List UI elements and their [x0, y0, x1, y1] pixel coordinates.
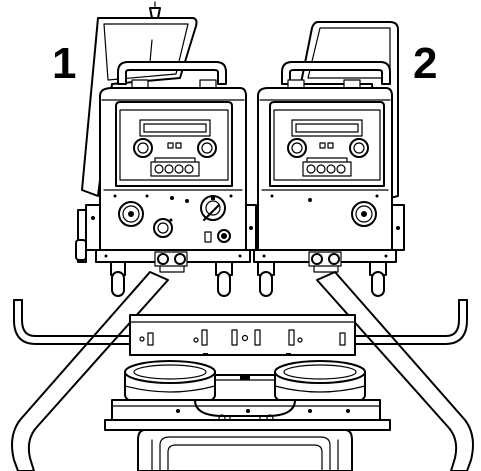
power-source-unit-2: [253, 21, 405, 297]
unit-2-number-label: 2: [413, 39, 438, 88]
trolley-cart: [11, 271, 474, 471]
trolley-rail-left: [13, 299, 131, 345]
unit-2-knob-left: [287, 138, 307, 158]
power-source-unit-1: [75, 1, 257, 297]
unit-1-knob-right: [197, 138, 217, 158]
unit-1-knob-left: [133, 138, 153, 158]
unit-2-display: [291, 119, 363, 137]
unit-2-button-row: [302, 157, 352, 177]
unit-1-wheel-left: [110, 261, 126, 297]
unit-1-dinse-socket: [153, 218, 173, 238]
unit-1-connection-panel: [103, 189, 243, 222]
unit-1-base: [95, 249, 251, 273]
trolley-lower-frame: [104, 399, 391, 471]
unit-2-indicator-leds: [319, 142, 334, 149]
unit-2-torch-socket: [351, 201, 377, 227]
unit-1-display: [139, 119, 211, 137]
unit-1-small-controls: [204, 229, 231, 243]
bottle-holder-bracket: [214, 374, 276, 381]
unit-1-wheel-right: [215, 261, 233, 297]
unit-2-connection-panel: [261, 189, 389, 202]
unit-1-side-bracket: [75, 209, 87, 263]
unit-1-number-label: 1: [52, 39, 77, 88]
trolley-mounting-plate: [129, 314, 356, 356]
unit-2-wheel-right: [369, 261, 387, 297]
unit-2-wheel-left: [257, 261, 275, 297]
trolley-rail-right: [354, 299, 468, 345]
unit-2-handle: [281, 61, 391, 91]
bottle-holder-left: [124, 360, 216, 406]
unit-2-knob-right: [349, 138, 369, 158]
unit-1-indicator-leds: [167, 142, 182, 149]
unit-1-button-row: [150, 157, 200, 177]
unit-2-base: [253, 249, 397, 273]
bottle-holder-right: [274, 360, 366, 406]
unit-1-torch-socket: [118, 201, 144, 227]
unit-1-handle: [117, 61, 227, 91]
unit-1-gas-connector: [200, 195, 226, 221]
